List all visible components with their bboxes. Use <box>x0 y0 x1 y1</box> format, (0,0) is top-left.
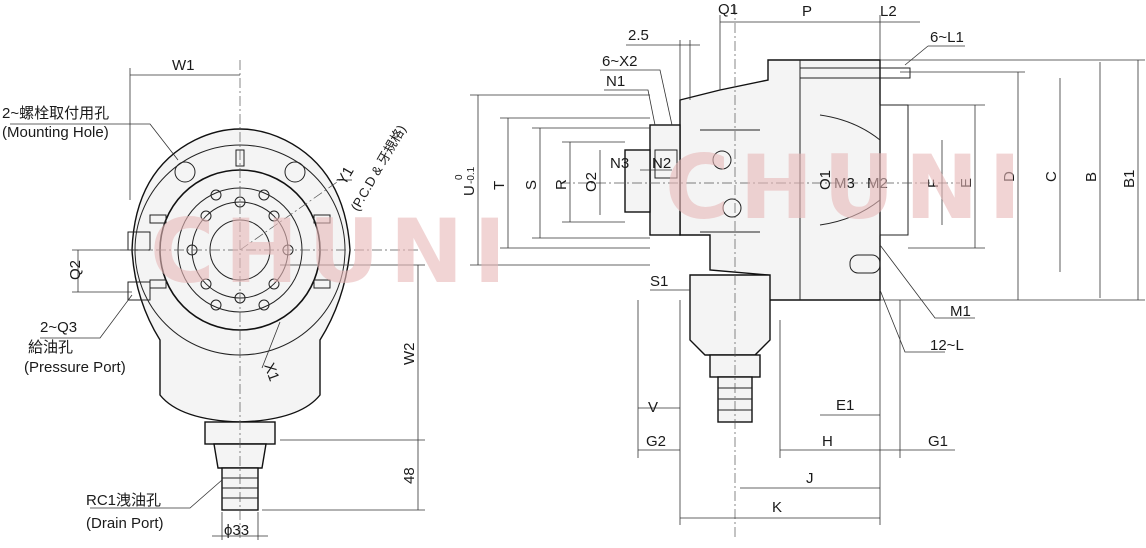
q2-label: Q2 <box>67 260 84 280</box>
s-label: S <box>523 180 540 190</box>
x1-label: X1 <box>260 361 282 384</box>
q3-label: 2~Q3 <box>40 319 77 336</box>
l2-label: L2 <box>880 3 897 20</box>
dim-2-5-label: 2.5 <box>628 27 649 44</box>
f-label: F <box>925 179 942 188</box>
mounting-hole-cn-label: 2~螺栓取付用孔 <box>2 105 109 122</box>
mounting-hole-en-label: (Mounting Hole) <box>2 124 109 141</box>
o1-label: O1 <box>817 170 834 190</box>
q1-top-label: Q1 <box>718 1 738 18</box>
l1-label: 6~L1 <box>930 29 964 46</box>
pressure-en-label: (Pressure Port) <box>24 359 126 376</box>
n1-label: N1 <box>606 73 625 90</box>
watermark-right: CHUNI <box>665 136 1031 239</box>
w2-label: W2 <box>401 343 418 366</box>
u-tolerance-top: 0 <box>454 174 465 180</box>
p-label: P <box>802 3 812 20</box>
h-label: H <box>822 433 833 450</box>
n3-label: N3 <box>610 155 629 172</box>
b1-label: B1 <box>1121 170 1138 188</box>
b-label: B <box>1083 172 1100 182</box>
s1-label: S1 <box>650 273 668 290</box>
c-label: C <box>1043 171 1060 182</box>
m3-label: M3 <box>834 175 855 192</box>
g1-label: G1 <box>928 433 948 450</box>
k-label: K <box>772 499 782 516</box>
n2-label: N2 <box>652 155 671 172</box>
side-view <box>470 5 1145 540</box>
drain-en-label: (Drain Port) <box>86 515 164 532</box>
g2-label: G2 <box>646 433 666 450</box>
e1-label: E1 <box>836 397 854 414</box>
front-view <box>10 60 425 540</box>
d-label: D <box>1001 171 1018 182</box>
l12-label: 12~L <box>930 337 964 354</box>
w1-label: W1 <box>172 57 195 74</box>
m1-label: M1 <box>950 303 971 320</box>
e-label: E <box>958 178 975 188</box>
phi33-label: ϕ33 <box>224 522 249 539</box>
d48-label: 48 <box>401 467 418 484</box>
r-label: R <box>553 179 570 190</box>
watermark-left: CHUNI <box>150 200 516 303</box>
j-label: J <box>806 470 814 487</box>
x2-label: 6~X2 <box>602 53 637 70</box>
t-label: T <box>491 181 508 190</box>
o2-label: O2 <box>583 172 600 192</box>
u-tolerance-bottom: -0.1 <box>466 166 477 184</box>
v-label: V <box>648 399 658 416</box>
drain-cn-label: RC1洩油孔 <box>86 492 161 509</box>
y1-label: Y1 <box>334 164 358 188</box>
m2-label: M2 <box>867 175 888 192</box>
pressure-cn-label: 給油孔 <box>28 339 73 356</box>
u-label: U <box>461 185 478 196</box>
